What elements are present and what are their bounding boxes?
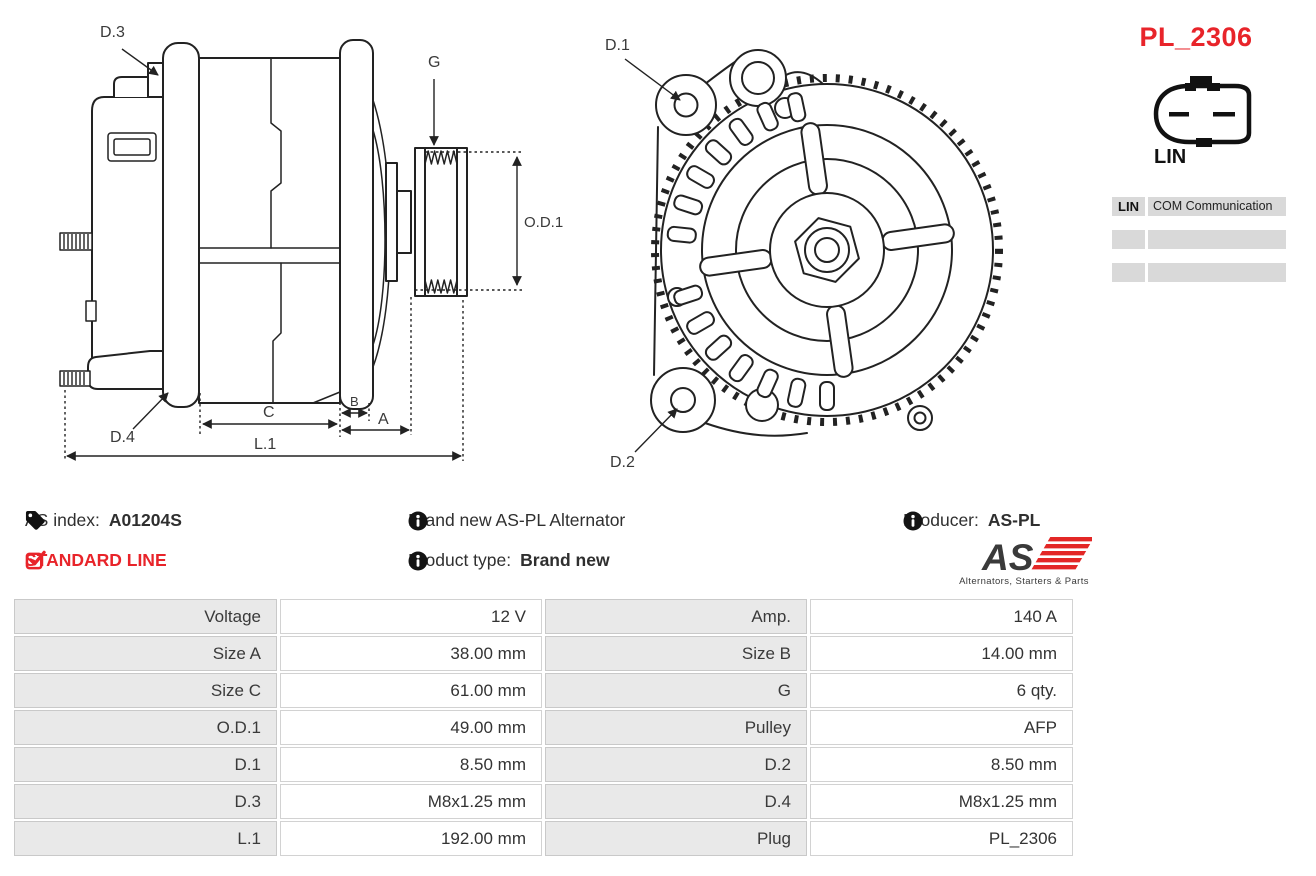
vent-slots: [666, 92, 835, 411]
spec-value-cell: 8.50 mm: [810, 747, 1073, 782]
as-index-value: A01204S: [108, 510, 182, 530]
tag-icon: [25, 510, 45, 530]
dim-label-d4: D.4: [110, 429, 135, 446]
spec-value-cell: M8x1.25 mm: [810, 784, 1073, 819]
spec-label-cell: Plug: [545, 821, 807, 856]
spec-label-cell: Size A: [14, 636, 277, 671]
spec-value-cell: 140 A: [810, 599, 1073, 634]
fan-and-hub: [699, 122, 955, 378]
product-type-value: Brand new: [520, 550, 610, 570]
pin-cell-desc: [1148, 263, 1286, 282]
producer-row: Producer: AS-PL: [903, 510, 1040, 531]
plug-code: PL_2306: [1139, 22, 1253, 52]
pin-row: [1112, 230, 1286, 249]
product-type-label: Product type:: [408, 550, 512, 570]
spec-label-cell: Voltage: [14, 599, 277, 634]
pin-row: LIN COM Communication: [1112, 197, 1286, 216]
brand-line-row: Brand new AS-PL Alternator: [408, 510, 625, 531]
mounting-flange: [147, 42, 200, 408]
as-pl-logo: AS Alternators, Starters & Parts: [959, 537, 1092, 587]
pin-cell-key: [1112, 230, 1145, 249]
producer-label: Producer:: [903, 510, 979, 530]
dim-label-l1: L.1: [254, 436, 276, 453]
product-line-badge: STANDARD LINE: [25, 550, 167, 570]
dim-label-b: B: [350, 394, 359, 409]
stator-body: [198, 57, 341, 404]
as-index-row: AS index: A01204S: [25, 510, 182, 531]
spec-value-cell: 6 qty.: [810, 673, 1073, 708]
spec-value-cell: PL_2306: [810, 821, 1073, 856]
rear-housing: [59, 76, 164, 390]
dimension-annotations: D.3 G O.D.1 D.4 C B A L.1: [64, 24, 563, 461]
spec-label-cell: G: [545, 673, 807, 708]
spec-value-cell: AFP: [810, 710, 1073, 745]
info-icon: [408, 511, 428, 530]
connector-icon: [1153, 76, 1252, 147]
spec-value-cell: 49.00 mm: [280, 710, 542, 745]
pin-cell-key: LIN: [1112, 197, 1145, 216]
product-type-row: Product type: Brand new: [408, 550, 610, 571]
hole-d2: [670, 387, 696, 413]
dim-label-a: A: [378, 411, 389, 428]
spec-label-cell: Size B: [545, 636, 807, 671]
brand-line-text: Brand new AS-PL Alternator: [408, 510, 626, 530]
logo-wordmark: AS: [981, 537, 1034, 578]
spec-value-cell: M8x1.25 mm: [280, 784, 542, 819]
spec-value-cell: 8.50 mm: [280, 747, 542, 782]
product-line-row: STANDARD LINE: [25, 550, 167, 571]
spec-label-cell: Size C: [14, 673, 277, 708]
info-icon: [903, 511, 923, 530]
pin-cell-desc: [1148, 230, 1286, 249]
dim-label-g: G: [428, 54, 440, 71]
pin-row: [1112, 263, 1286, 282]
spec-value-cell: 61.00 mm: [280, 673, 542, 708]
connector-name: LIN: [1154, 146, 1187, 168]
logo-tagline: Alternators, Starters & Parts: [959, 576, 1089, 587]
pulley: [414, 147, 468, 297]
spec-label-cell: Amp.: [545, 599, 807, 634]
front-bracket: [339, 39, 412, 410]
spec-label-cell: D.4: [545, 784, 807, 819]
spec-label-cell: Pulley: [545, 710, 807, 745]
dim-label-c: C: [263, 404, 275, 421]
spec-label-cell: D.2: [545, 747, 807, 782]
spec-value-cell: 14.00 mm: [810, 636, 1073, 671]
pin-assignment-table: LIN COM Communication: [1112, 197, 1286, 296]
spec-label-cell: L.1: [14, 821, 277, 856]
logo-stripes: [1031, 537, 1092, 570]
dim-label-d3: D.3: [100, 24, 125, 41]
producer-value: AS-PL: [987, 510, 1041, 530]
checked-checkbox-icon: [25, 550, 46, 570]
spec-value-cell: 38.00 mm: [280, 636, 542, 671]
dimension-annotations: D.1 D.2: [605, 37, 681, 471]
dim-label-d1: D.1: [605, 37, 630, 54]
pin-cell-key: [1112, 263, 1145, 282]
spec-label-cell: D.1: [14, 747, 277, 782]
spec-value-cell: 12 V: [280, 599, 542, 634]
dim-label-d2: D.2: [610, 454, 635, 471]
hole-d1: [673, 92, 699, 118]
alternator-front-view-diagram: D.1 D.2: [605, 37, 1003, 471]
spec-label-cell: D.3: [14, 784, 277, 819]
spec-table: Voltage 12 V Amp. 140 A Size A 38.00 mm …: [14, 599, 1073, 856]
spec-label-cell: O.D.1: [14, 710, 277, 745]
info-icon: [408, 551, 428, 570]
spec-value-cell: 192.00 mm: [280, 821, 542, 856]
alternator-side-view-diagram: D.3 G O.D.1 D.4 C B A L.1: [59, 24, 563, 461]
pin-cell-desc: COM Communication: [1148, 197, 1286, 216]
as-index-label: AS index:: [25, 510, 100, 530]
dim-label-od1: O.D.1: [524, 214, 563, 231]
